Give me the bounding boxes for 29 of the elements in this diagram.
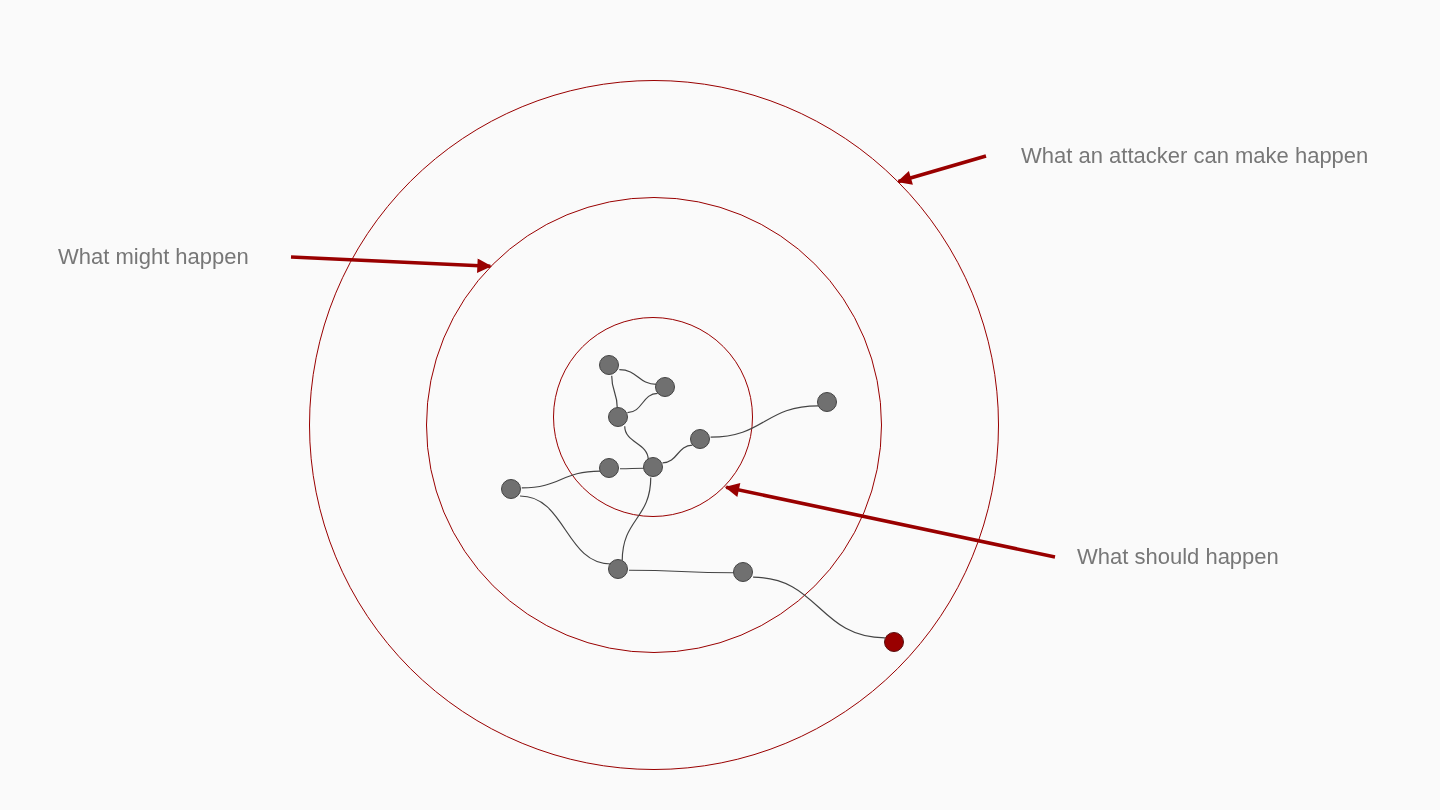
alert-node-dot [883, 631, 904, 652]
graph-node-dot [733, 562, 753, 582]
connector-line [521, 470, 601, 489]
connector-line [519, 495, 612, 565]
connector-line [710, 405, 819, 438]
arrow [897, 154, 987, 185]
connector-line [619, 467, 645, 470]
annotation-label: What should happen [1055, 541, 1315, 573]
connector-line [618, 369, 658, 385]
graph-node-dot [654, 376, 675, 397]
graph-node-dot [598, 457, 619, 478]
annotation-label: What might happen [50, 241, 291, 273]
graph-node-dot [598, 354, 619, 375]
annotation-label: What an attacker can make happen [986, 140, 1406, 172]
graph-node-dot [817, 392, 837, 412]
connector-line [621, 476, 652, 562]
connector-line [662, 444, 693, 464]
graph-node-dot [501, 479, 521, 499]
graph-node-dot [608, 559, 628, 579]
connector-line [611, 375, 618, 409]
connector-line [626, 392, 659, 414]
graph-node-dot [607, 406, 628, 427]
connector-line [752, 576, 886, 639]
graph-node-dot [642, 456, 663, 477]
connector-line [624, 425, 649, 461]
graph-node-dot [689, 428, 710, 449]
arrow [290, 255, 492, 273]
arrow [724, 482, 1056, 559]
connector-line [628, 569, 735, 574]
